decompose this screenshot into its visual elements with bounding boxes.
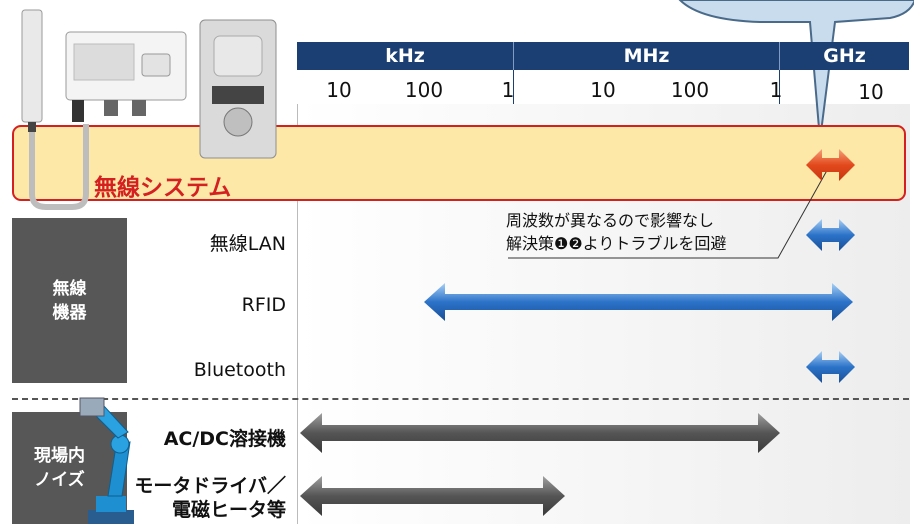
arrow-wireless-lan [806, 219, 855, 251]
tick-label: 10 [858, 80, 884, 104]
tick-label: 100 [670, 78, 710, 102]
tick-label: 10 [326, 78, 352, 102]
wireless-system-band [12, 125, 906, 201]
wireless-devices-photo [21, 9, 277, 210]
band-khz: kHz [297, 42, 513, 70]
arrow-wireless-system [806, 149, 855, 181]
wireless-devices-group: 無線 機器 [12, 218, 127, 383]
callout-leader [508, 164, 831, 259]
row-label-welder: AC/DC溶接機 [163, 428, 286, 450]
tick-label: 1 [769, 78, 783, 102]
tick-line [513, 70, 514, 104]
row-label-wireless-lan: 無線LAN [209, 233, 286, 255]
arrow-rfid [424, 283, 853, 321]
arrow-welder [300, 413, 780, 453]
arrow-motor-driver [300, 476, 565, 516]
row-label-motor-driver: モータドライバ／ 電磁ヒータ等 [134, 475, 286, 521]
section-divider [12, 398, 909, 400]
band-mhz: MHz [514, 42, 779, 70]
speech-bubble [678, 0, 914, 141]
arrow-bluetooth [806, 351, 855, 383]
tick-label: 1 [501, 78, 515, 102]
row-label-rfid: RFID [241, 294, 286, 316]
callout-line-2: 解決策❶❷よりトラブルを回避 [506, 234, 727, 253]
row-label-bluetooth: Bluetooth [193, 359, 286, 381]
band-ghz: GHz [780, 42, 909, 70]
wireless-system-label: 無線システム [94, 175, 232, 201]
tick-line [779, 70, 780, 104]
callout-line-1: 周波数が異なるので影響なし [506, 211, 715, 230]
callout-box: 周波数が異なるので影響なし 解決策❶❷よりトラブルを回避 [506, 209, 778, 259]
tick-label: 10 [590, 78, 616, 102]
robot-arm-photo [79, 397, 134, 524]
band-divider [513, 42, 514, 70]
tick-label: 100 [404, 78, 444, 102]
band-divider [779, 42, 780, 70]
